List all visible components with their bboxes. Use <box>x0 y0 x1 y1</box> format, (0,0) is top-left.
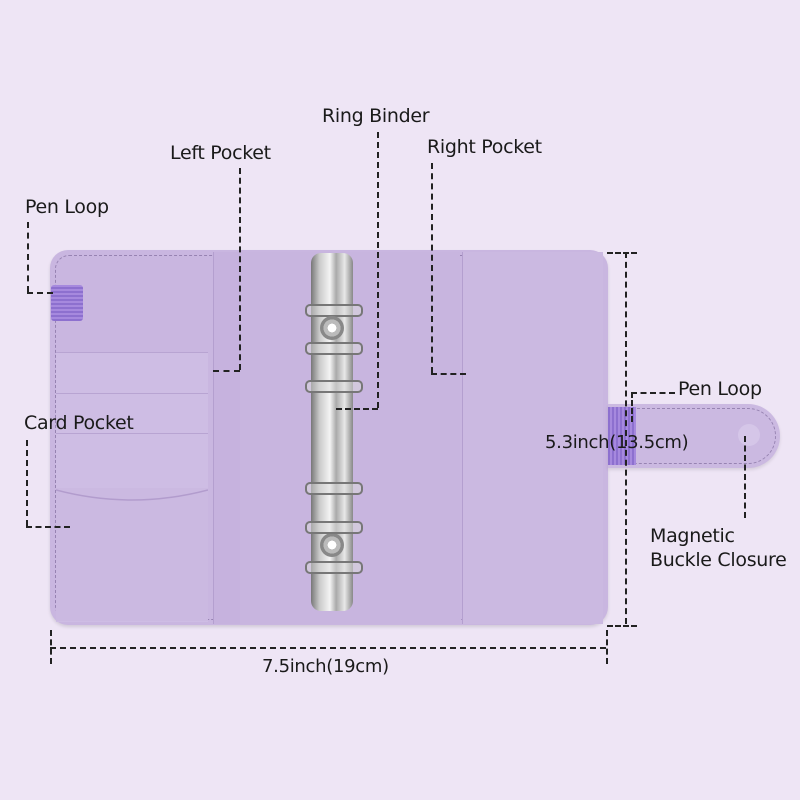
leader-line <box>27 222 29 292</box>
dimension-tick <box>607 625 637 627</box>
width-dimension-line <box>50 647 606 649</box>
left-pocket <box>213 252 240 624</box>
label-right-pocket: Right Pocket <box>427 136 542 158</box>
leader-line <box>431 373 466 375</box>
label-magnetic-line1: Magnetic <box>650 525 735 547</box>
curved-card-pocket <box>56 488 208 621</box>
leader-line <box>631 392 675 394</box>
rivet-icon <box>320 533 344 557</box>
dimension-tick <box>607 252 637 254</box>
card-slot-2 <box>56 393 208 434</box>
leader-line <box>431 163 433 373</box>
label-pen-loop-right: Pen Loop <box>678 378 762 400</box>
width-dimension-label: 7.5inch(19cm) <box>262 656 389 677</box>
height-dimension-line <box>625 252 627 624</box>
dimension-tick <box>606 630 608 664</box>
leader-line <box>631 392 633 422</box>
right-pocket <box>462 252 603 624</box>
leader-line <box>26 440 28 526</box>
pocket-curve <box>56 489 208 501</box>
ring <box>305 482 363 495</box>
ring <box>305 521 363 534</box>
pen-loop-left <box>51 285 83 321</box>
ring <box>305 380 363 393</box>
label-ring-binder: Ring Binder <box>322 105 430 127</box>
rivet-icon <box>320 316 344 340</box>
leader-line <box>239 168 241 370</box>
height-dimension-label: 5.3inch(13.5cm) <box>545 432 689 453</box>
ring <box>305 304 363 317</box>
ring <box>305 342 363 355</box>
label-magnetic-buckle: Magnetic Buckle Closure <box>650 524 787 572</box>
leader-line <box>27 292 53 294</box>
label-magnetic-line2: Buckle Closure <box>650 549 787 571</box>
label-pen-loop-left: Pen Loop <box>25 196 109 218</box>
leader-line <box>377 132 379 408</box>
label-left-pocket: Left Pocket <box>170 142 271 164</box>
leader-line <box>26 526 70 528</box>
leader-line <box>744 436 746 518</box>
leader-line <box>213 370 240 372</box>
ring <box>305 561 363 574</box>
label-card-pocket: Card Pocket <box>24 412 134 434</box>
magnet-icon <box>738 424 760 446</box>
leader-line <box>336 408 378 410</box>
card-slot-1 <box>56 352 208 393</box>
